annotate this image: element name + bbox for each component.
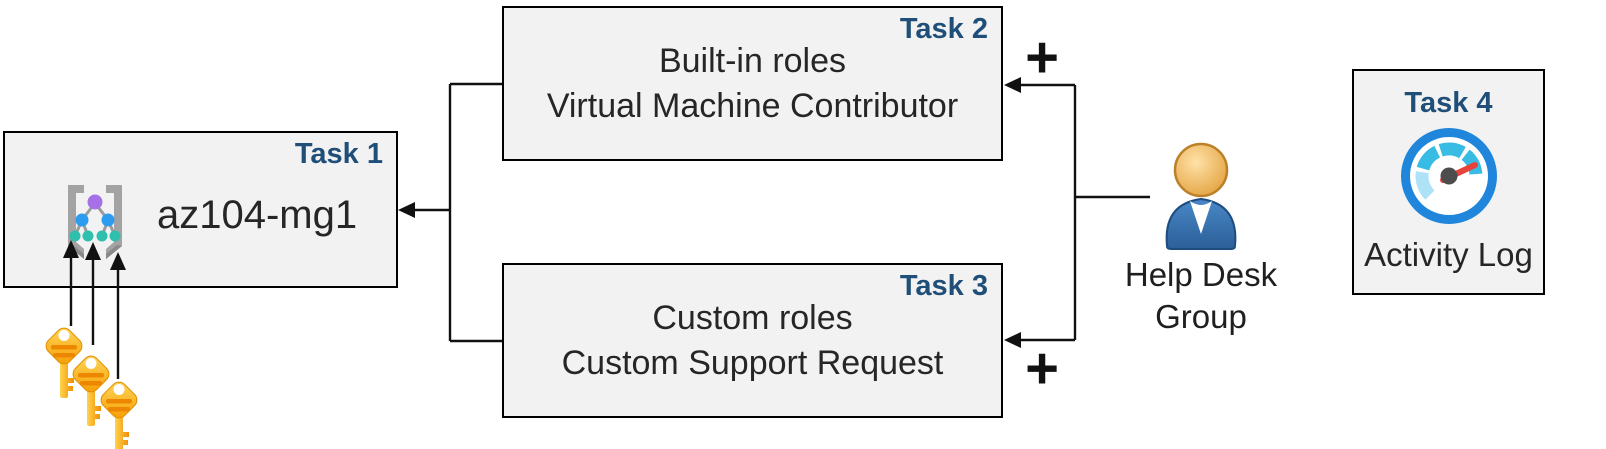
arrow-into-task1: [398, 202, 415, 218]
task2-line2: Virtual Machine Contributor: [546, 86, 959, 125]
plus-sign-top: +: [1025, 25, 1059, 90]
help-desk-group: Help Desk Group: [1118, 142, 1284, 338]
keys-icon: [42, 324, 141, 449]
task4-badge: Task 4: [1404, 87, 1493, 119]
management-group-icon: [68, 185, 122, 259]
task3-badge: Task 3: [899, 270, 988, 302]
task1-badge: Task 1: [294, 138, 383, 170]
task3-box: Task 3 Custom roles Custom Support Reque…: [502, 263, 1003, 418]
task1-box: Task 1 az104-mg1: [3, 131, 398, 288]
task2-badge: Task 2: [899, 13, 988, 45]
task2-line1: Built-in roles: [658, 41, 847, 80]
task1-title: az104-mg1: [157, 193, 358, 237]
task3-line1: Custom roles: [652, 298, 853, 337]
task2-box: Task 2 Built-in roles Virtual Machine Co…: [502, 6, 1003, 161]
plus-sign-bottom: +: [1025, 336, 1059, 401]
task4-box: Task 4 Activity Log: [1352, 69, 1545, 295]
actor-label: Help Desk Group: [1124, 256, 1278, 335]
task4-caption: Activity Log: [1364, 236, 1533, 273]
connector-left: [398, 82, 502, 343]
task3-line2: Custom Support Request: [561, 343, 944, 382]
activity-log-gauge-icon: [1400, 128, 1497, 224]
person-icon: [1165, 142, 1237, 250]
